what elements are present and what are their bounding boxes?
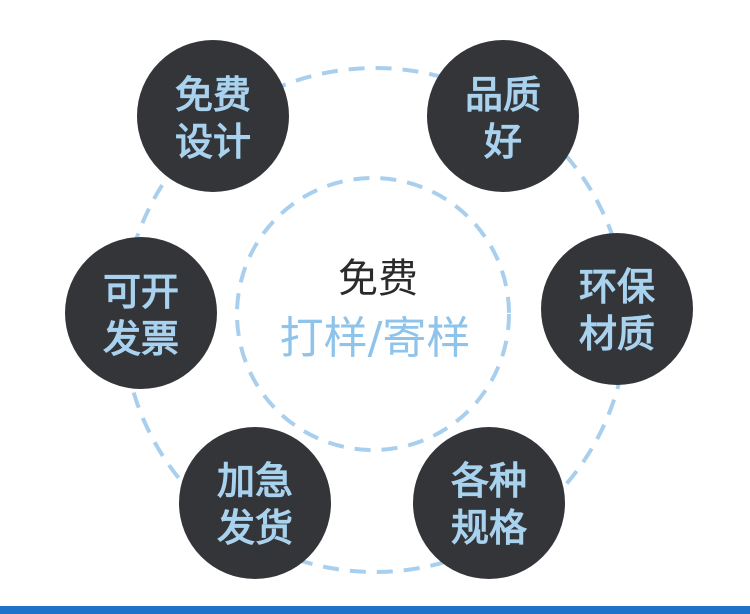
feature-label-line1: 各种 xyxy=(451,459,527,503)
feature-circle xyxy=(541,233,693,385)
feature-circle xyxy=(413,427,565,579)
feature-circle xyxy=(427,40,579,192)
feature-eco-material: 环保 材质 xyxy=(541,233,693,385)
feature-free-design: 免费 设计 xyxy=(137,40,289,192)
feature-various-specs: 各种 规格 xyxy=(413,427,565,579)
feature-circle xyxy=(179,427,331,579)
feature-label-line1: 品质 xyxy=(465,73,541,117)
feature-label-line1: 可开 xyxy=(103,270,179,314)
bottom-accent-bar xyxy=(0,606,750,614)
feature-label-line2: 发票 xyxy=(103,317,179,361)
feature-label-line1: 环保 xyxy=(579,265,656,309)
center-subtitle: 打样/寄样 xyxy=(280,313,471,364)
inner-dashed-ring xyxy=(235,176,511,452)
feature-express-shipping: 加急 发货 xyxy=(179,427,331,579)
feature-good-quality: 品质 好 xyxy=(427,40,579,192)
feature-label-line1: 免费 xyxy=(175,73,251,117)
feature-label-line2: 设计 xyxy=(175,120,251,164)
center-title: 免费 xyxy=(338,256,418,302)
feature-invoice-available: 可开 发票 xyxy=(65,237,217,389)
feature-label-line2: 规格 xyxy=(451,506,528,550)
feature-label-line2: 发货 xyxy=(217,506,293,550)
feature-label-line2: 好 xyxy=(483,120,522,164)
feature-circle xyxy=(137,40,289,192)
feature-label-line2: 材质 xyxy=(579,312,655,356)
feature-circle xyxy=(65,237,217,389)
feature-label-line1: 加急 xyxy=(217,459,293,503)
